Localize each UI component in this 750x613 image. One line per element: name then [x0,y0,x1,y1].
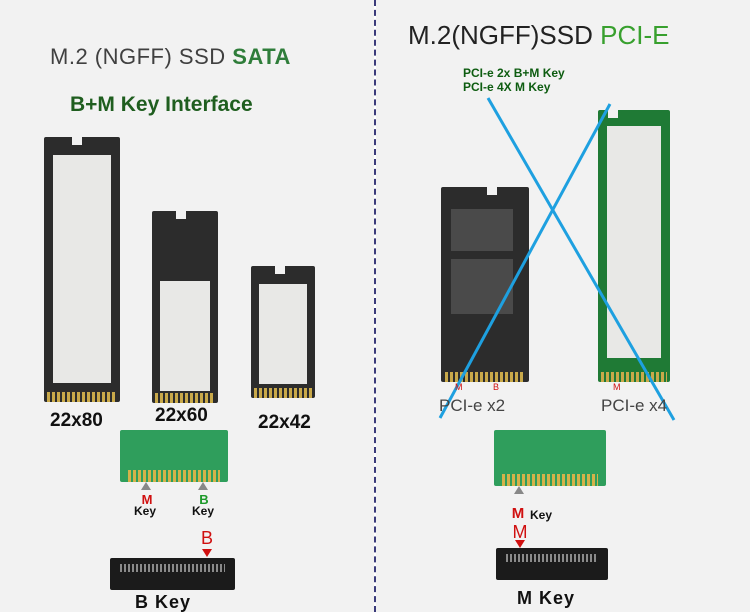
socket-b-letter: B [200,528,213,548]
sata-title-accent: SATA [232,44,291,69]
bm-key-adapter-board [120,430,228,482]
socket-m-letter: M [512,522,528,542]
b-key-socket-label: B Key [135,592,192,612]
m-key-socket-label: M Key [517,588,576,608]
pcie-panel [376,0,750,612]
b-key-socket-image [110,558,235,590]
m-key-board-arrow-icon [514,486,524,494]
size-label-22x42: 22x42 [258,412,311,433]
pcie-m-key-letter: M [511,505,525,522]
m-key-letter: M [141,492,153,507]
x2-pin-m-letter: M [455,382,463,392]
pcie-m-key-word: Key [529,508,552,522]
cross-line-right [438,103,612,419]
size-label-22x60: 22x60 [155,405,208,426]
b-key-letter: B [199,492,209,507]
sata-title-main: M.2 (NGFF) SSD [50,44,233,69]
pcie-note-line1: PCI-e 2x B+M Key [463,66,565,80]
m-key-arrow-icon [141,482,151,490]
x2-pin-b-letter: B [493,382,500,392]
pcie-x2-label: PCI-e x2 [439,396,506,415]
ssd-pcie-x2-image [441,187,529,382]
m-key-adapter-board [494,430,606,486]
ssd-22x42-image [251,266,315,398]
pcie-note-line2: PCI-e 4X M Key [463,80,551,94]
b-key-arrow-icon [198,482,208,490]
size-label-22x80: 22x80 [50,410,103,431]
m-key-word: Key [133,504,156,518]
pcie-title-accent: PCI-E [600,20,670,50]
m-key-socket-image [496,548,608,580]
pcie-title: M.2(NGFF)SSD PCI-E [408,20,669,51]
ssd-22x80-image [44,137,120,402]
ssd-22x60-image [152,211,218,403]
pcie-title-main: M.2(NGFF)SSD [408,20,601,50]
sata-title: M.2 (NGFF) SSD SATA [50,44,291,70]
not-compatible-cross [438,97,676,421]
sata-subtitle: B+M Key Interface [70,93,253,116]
cross-line-left [486,97,676,421]
pcie-x4-label: PCI-e x4 [601,396,668,415]
x4-pin-m-letter: M [613,382,621,392]
socket-m-arrow-icon [515,540,525,548]
panel-divider [374,0,376,612]
b-key-word: Key [191,504,214,518]
socket-b-arrow-icon [202,549,212,557]
